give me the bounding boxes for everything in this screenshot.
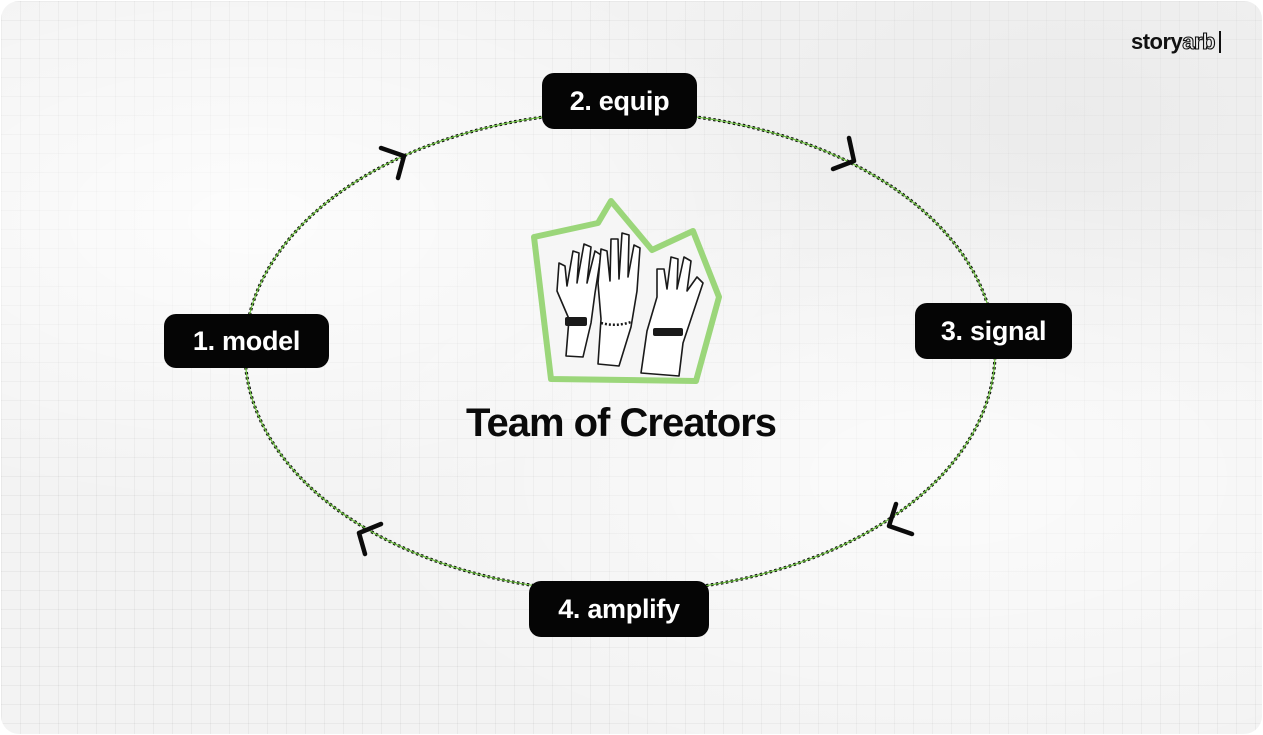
- brand-logo-part2: arb: [1182, 28, 1216, 54]
- raised-hands-icon: [531, 198, 722, 384]
- step-equip-label: 2. equip: [542, 73, 697, 129]
- direction-arrow-icon: [356, 521, 384, 557]
- brand-logo-part1: story: [1130, 29, 1183, 54]
- step-amplify-label: 4. amplify: [529, 581, 709, 637]
- center-title: Team of Creators: [465, 401, 777, 445]
- step-signal-label: 3. signal: [915, 303, 1072, 359]
- direction-arrow-icon: [378, 145, 407, 181]
- direction-arrow-icon: [886, 501, 915, 537]
- direction-arrow-icon: [830, 135, 857, 172]
- step-model-label: 1. model: [164, 314, 329, 368]
- brand-cursor-bar: [1219, 31, 1221, 53]
